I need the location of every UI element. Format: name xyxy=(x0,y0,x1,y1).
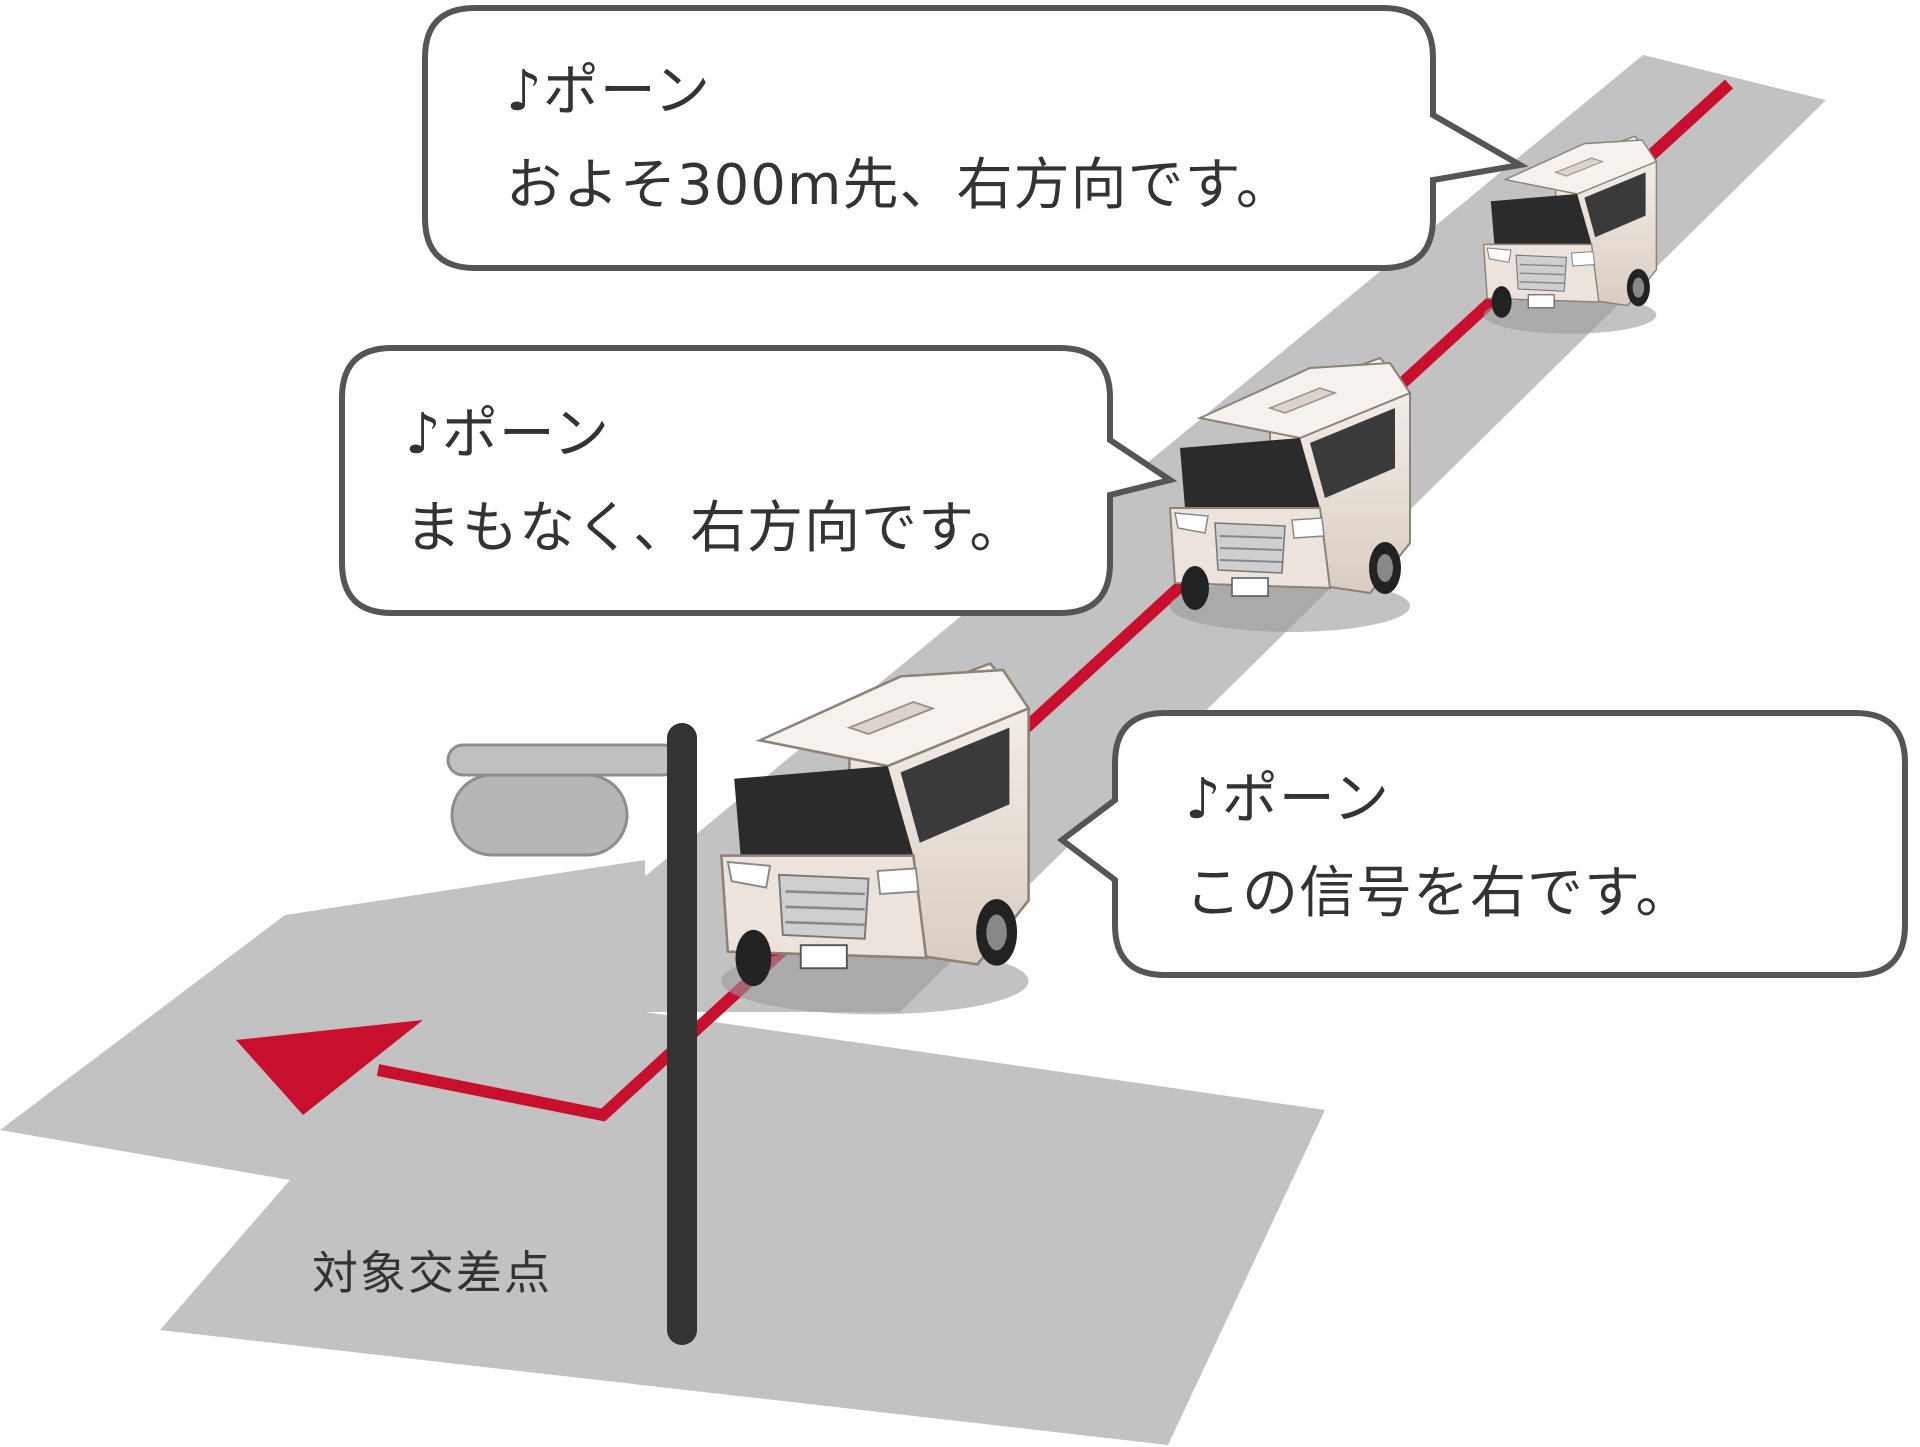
bubble-2-guidance-text: まもなく、右方向です。 xyxy=(405,496,1027,561)
speech-bubble-1: ♪ポーン およそ300m先、右方向です。 xyxy=(506,45,1293,233)
speech-bubble-2: ♪ポーン まもなく、右方向です。 xyxy=(405,388,1026,576)
car-middle-icon xyxy=(1169,357,1411,633)
cross-road xyxy=(0,860,1325,1445)
bubble-1-chime-text: ♪ポーン xyxy=(506,59,711,124)
speech-bubble-1-shape xyxy=(422,5,1529,271)
route-arrow-head xyxy=(236,1020,423,1115)
traffic-signal-icon xyxy=(446,723,697,1345)
bubble-3-chime-text: ♪ポーン xyxy=(1185,767,1390,832)
bubble-1-guidance-text: およそ300m先、右方向です。 xyxy=(506,153,1293,218)
bubble-2-chime-text: ♪ポーン xyxy=(405,402,610,467)
speech-bubble-3-shape xyxy=(1057,710,1908,978)
car-near-icon xyxy=(720,662,1030,1016)
bubble-3-guidance-text: この信号を右です。 xyxy=(1185,861,1693,926)
intersection-label: 対象交差点 xyxy=(312,1246,552,1300)
speech-bubble-3: ♪ポーン この信号を右です。 xyxy=(1185,753,1692,941)
speech-bubble-2-shape xyxy=(339,345,1178,616)
